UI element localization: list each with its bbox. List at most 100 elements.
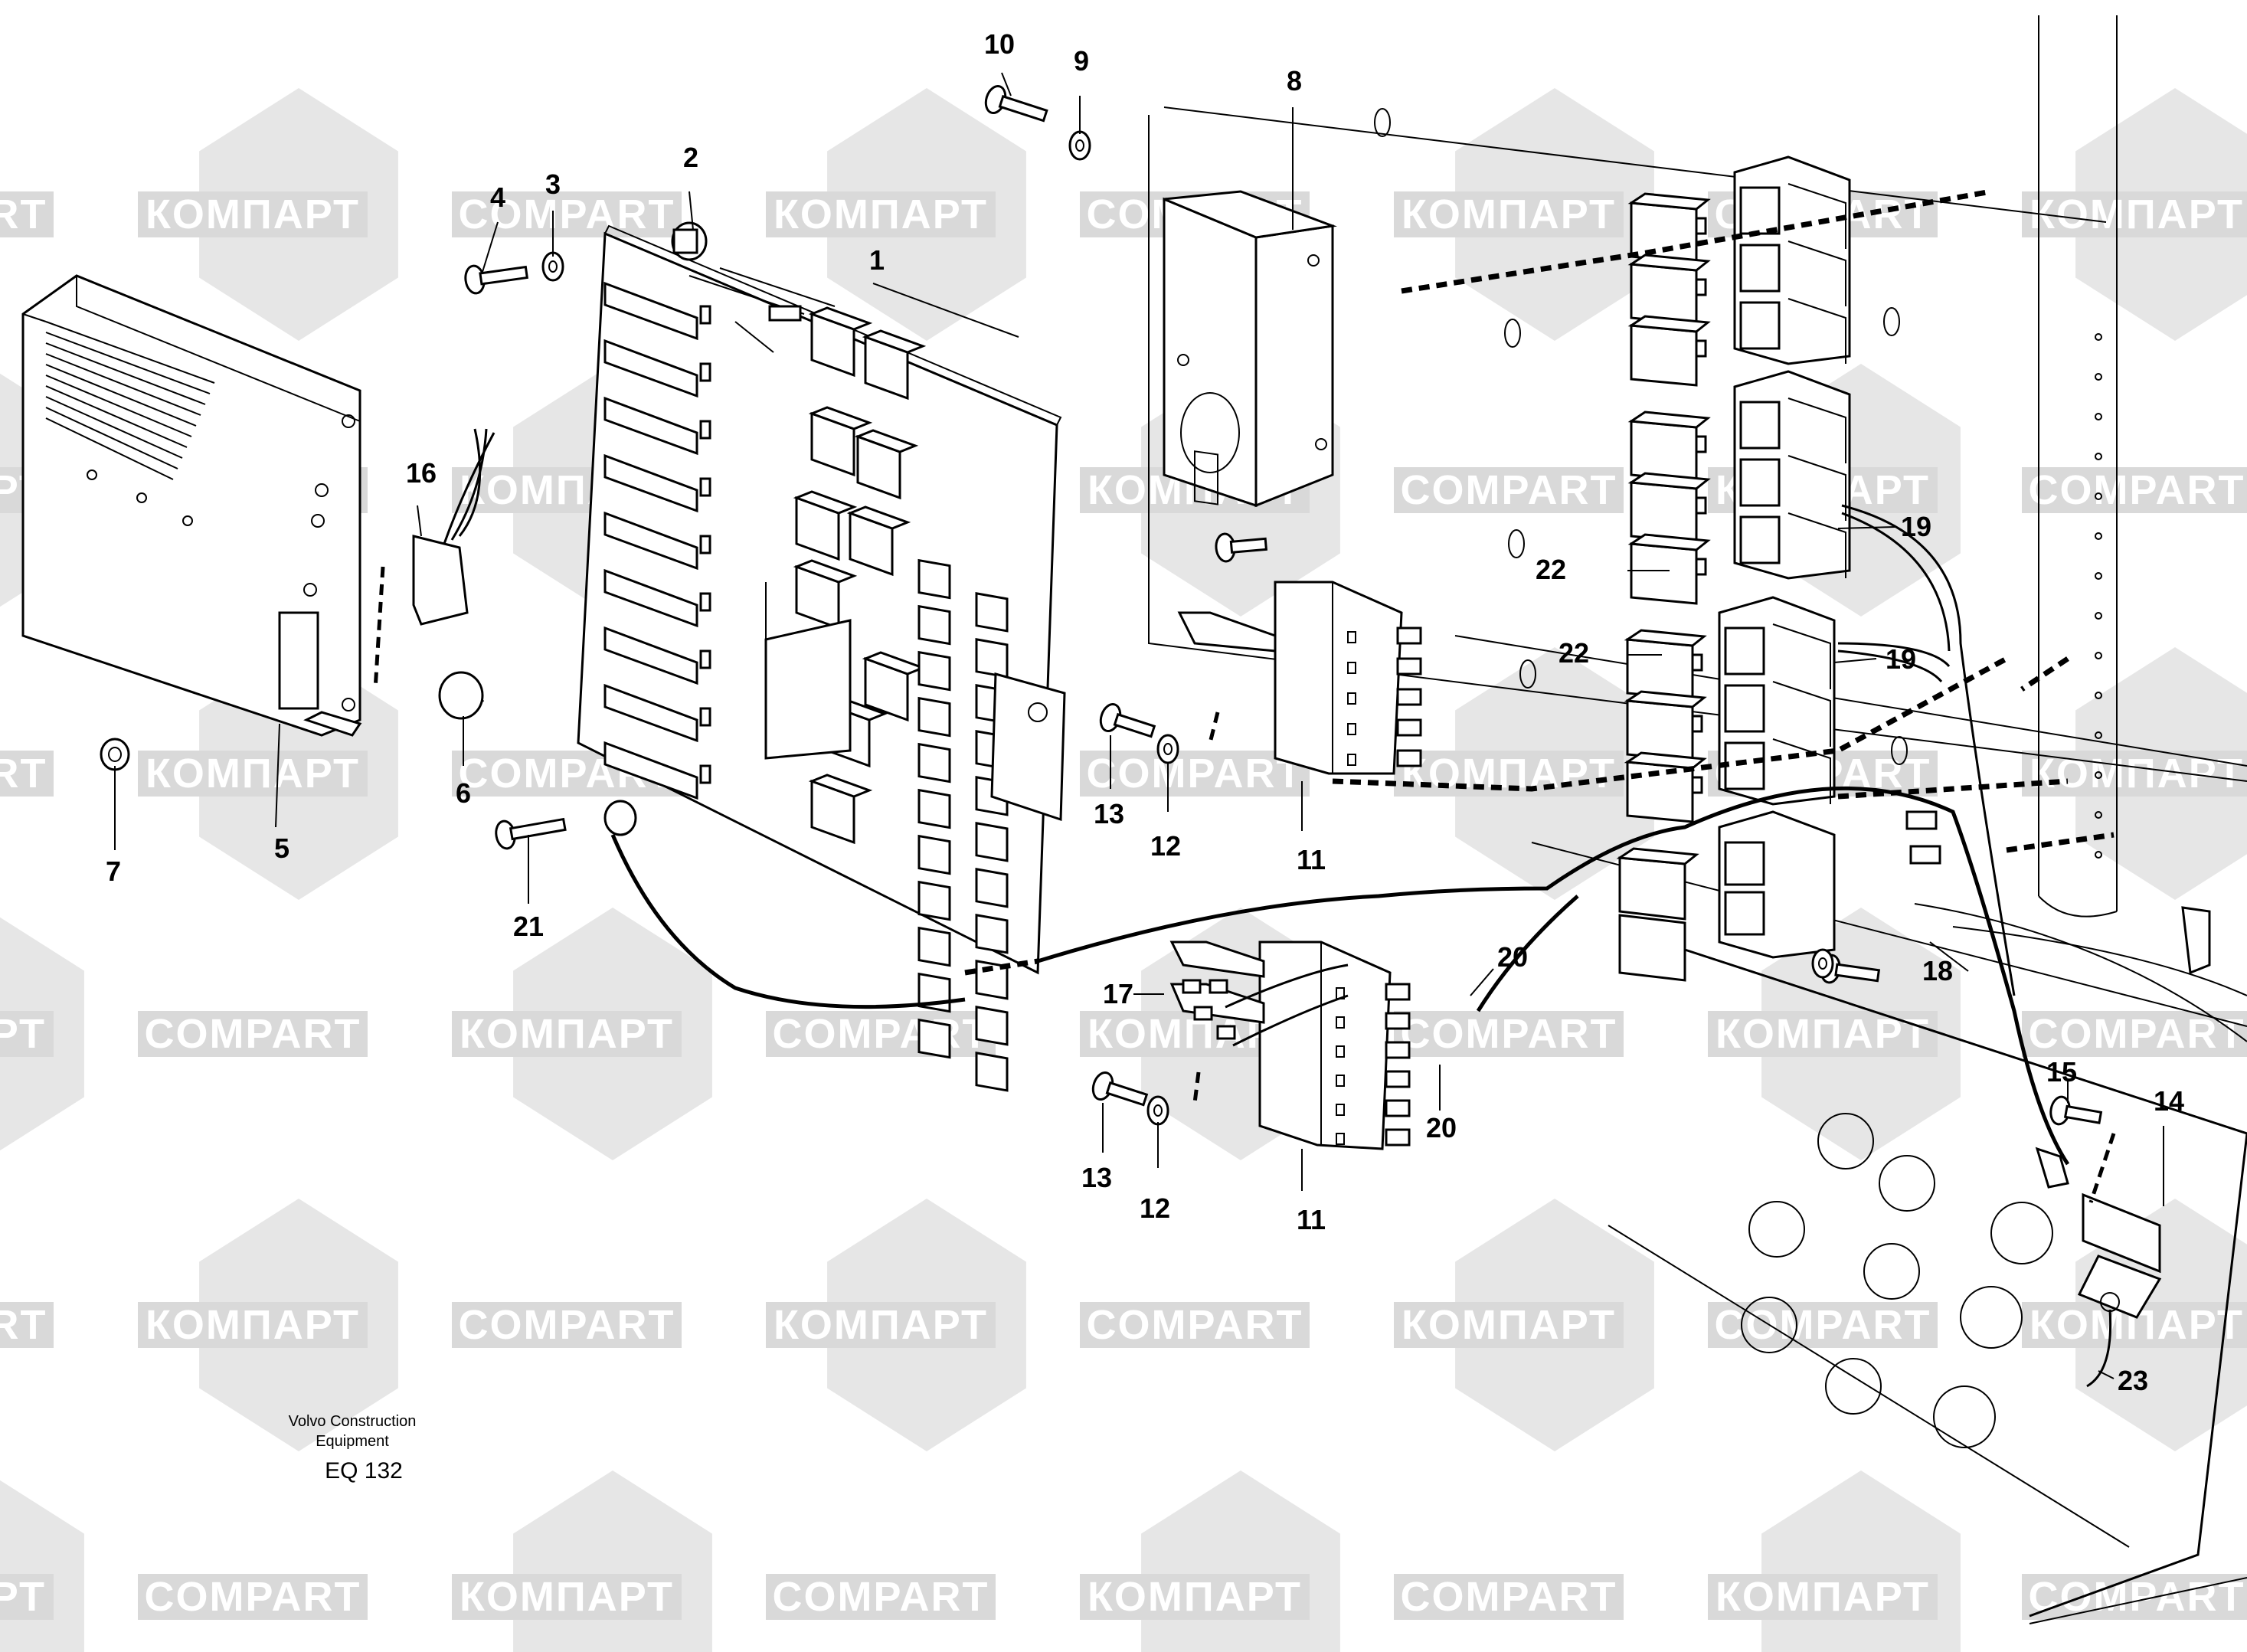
callout-17: 17 [1103,978,1133,1009]
watermark-band [2022,191,2247,237]
watermark-text-cyrillic: КОМПАРТ [460,1011,674,1057]
caption-maker-line2: Equipment [316,1433,389,1450]
watermark-band [1394,191,1624,237]
wiring [610,188,2116,1203]
watermark-band [1080,1574,1310,1620]
watermark-text-cyrillic: КОМПАРТ [774,191,988,237]
watermark-text-cyrillic: КОМПАРТ [0,1574,46,1620]
watermark-band [452,1011,682,1057]
watermark-text-latin: COMPART [2029,1574,2245,1620]
callout-3: 3 [545,168,561,200]
watermark-text-cyrillic: КОМПАРТ [0,1011,46,1057]
callout-labels: 1234567891011111212131314151617181919202… [106,28,2184,1396]
connector-block-upper [1274,581,1422,775]
ground-clip [2035,906,2211,1388]
relay-banks [1616,155,1851,982]
watermark-band [1080,1302,1310,1348]
watermark-band [0,1302,54,1348]
watermark-text-latin: COMPART [0,1302,47,1348]
watermark-text-cyrillic: КОМПАРТ [1402,751,1616,797]
watermark-band [1394,1302,1624,1348]
watermark-band [0,1574,54,1620]
watermark-text-latin: COMPART [773,1574,989,1620]
caption-code: EQ 132 [325,1458,403,1484]
watermark-text-cyrillic: КОМПАРТ [1716,1574,1930,1620]
watermark-text-latin: COMPART [1087,751,1303,797]
callout-11: 11 [1297,1204,1326,1235]
watermark-text-cyrillic: КОМПАРТ [460,1574,674,1620]
watermark-band [1394,1011,1624,1057]
watermark-text-latin: COMPART [2029,467,2245,513]
watermark-band [2022,1011,2247,1057]
control-unit-box [21,274,362,737]
watermark-band [1394,467,1624,513]
callout-9: 9 [1074,45,1089,77]
watermark-text-latin: COMPART [1401,1011,1617,1057]
watermark-text-latin: COMPART [2029,1011,2245,1057]
watermark-band [1080,751,1310,797]
callout-4: 4 [490,182,505,213]
watermark-band [0,191,54,237]
watermark-text-cyrillic: КОМПАРТ [774,1302,988,1348]
watermark-text-cyrillic: КОМПАРТ [146,751,360,797]
watermark-text-latin: COMPART [1401,1574,1617,1620]
watermark-text-latin: COMPART [145,1011,361,1057]
watermark-text-latin: COMPART [459,1302,675,1348]
diagram-caption: Volvo Construction Equipment EQ 132 [289,1413,417,1484]
watermark-text-latin: COMPART [773,1011,989,1057]
callout-22: 22 [1559,637,1589,669]
watermark-band [138,1302,368,1348]
watermark-band [452,1302,682,1348]
watermark-text-cyrillic: КОМПАРТ [2029,191,2244,237]
callout-13: 13 [1081,1162,1112,1193]
connector-block-lower [1258,940,1411,1150]
callout-2: 2 [683,142,698,173]
watermark-hexagon [513,1470,712,1652]
callout-12: 12 [1140,1192,1170,1224]
watermark-band [138,751,368,797]
bracket-plate [1163,190,1337,508]
watermark-band [766,1574,996,1620]
callout-15: 15 [2046,1056,2077,1088]
watermark-text-latin: COMPART [0,191,47,237]
callout-7: 7 [106,855,121,887]
watermark-band [138,1011,368,1057]
watermark-hexagon [1761,1470,1961,1652]
cab-structure [1148,15,2247,1624]
watermark-band [0,1011,54,1057]
watermark-band [766,1011,996,1057]
watermark-band [2022,1574,2247,1620]
watermark-band [138,191,368,237]
watermark-band [138,1574,368,1620]
watermark-text-cyrillic: КОМПАРТ [1716,1011,1930,1057]
callout-13: 13 [1094,798,1124,829]
watermark-band [766,191,996,237]
watermark-band [1708,1574,1938,1620]
watermark-text-latin: COMPART [145,1574,361,1620]
watermark-text-latin: COMPART [1715,1302,1931,1348]
watermark-band [2022,467,2247,513]
callout-21: 21 [513,911,544,942]
terminal-pins [1182,810,1941,1040]
callout-18: 18 [1922,955,1953,986]
watermark-band [452,191,682,237]
connector-clips [1169,611,1277,1024]
watermark-band [452,1574,682,1620]
callout-10: 10 [984,28,1015,60]
callout-11: 11 [1297,844,1326,875]
callout-16: 16 [406,457,437,489]
callout-19: 19 [1886,643,1916,675]
watermark-text-latin: COMPART [459,191,675,237]
harness-plug [373,428,496,690]
callout-20: 20 [1497,941,1528,973]
watermark-text-latin: COMPART [0,751,47,797]
watermark-band [766,1302,996,1348]
callout-19: 19 [1901,511,1931,542]
watermark-text-cyrillic: КОМПАРТ [1088,1574,1302,1620]
callout-12: 12 [1150,830,1181,862]
watermark-text-latin: COMPART [1087,1302,1303,1348]
callout-6: 6 [456,777,471,809]
callout-22: 22 [1536,554,1566,585]
callout-23: 23 [2118,1365,2148,1396]
